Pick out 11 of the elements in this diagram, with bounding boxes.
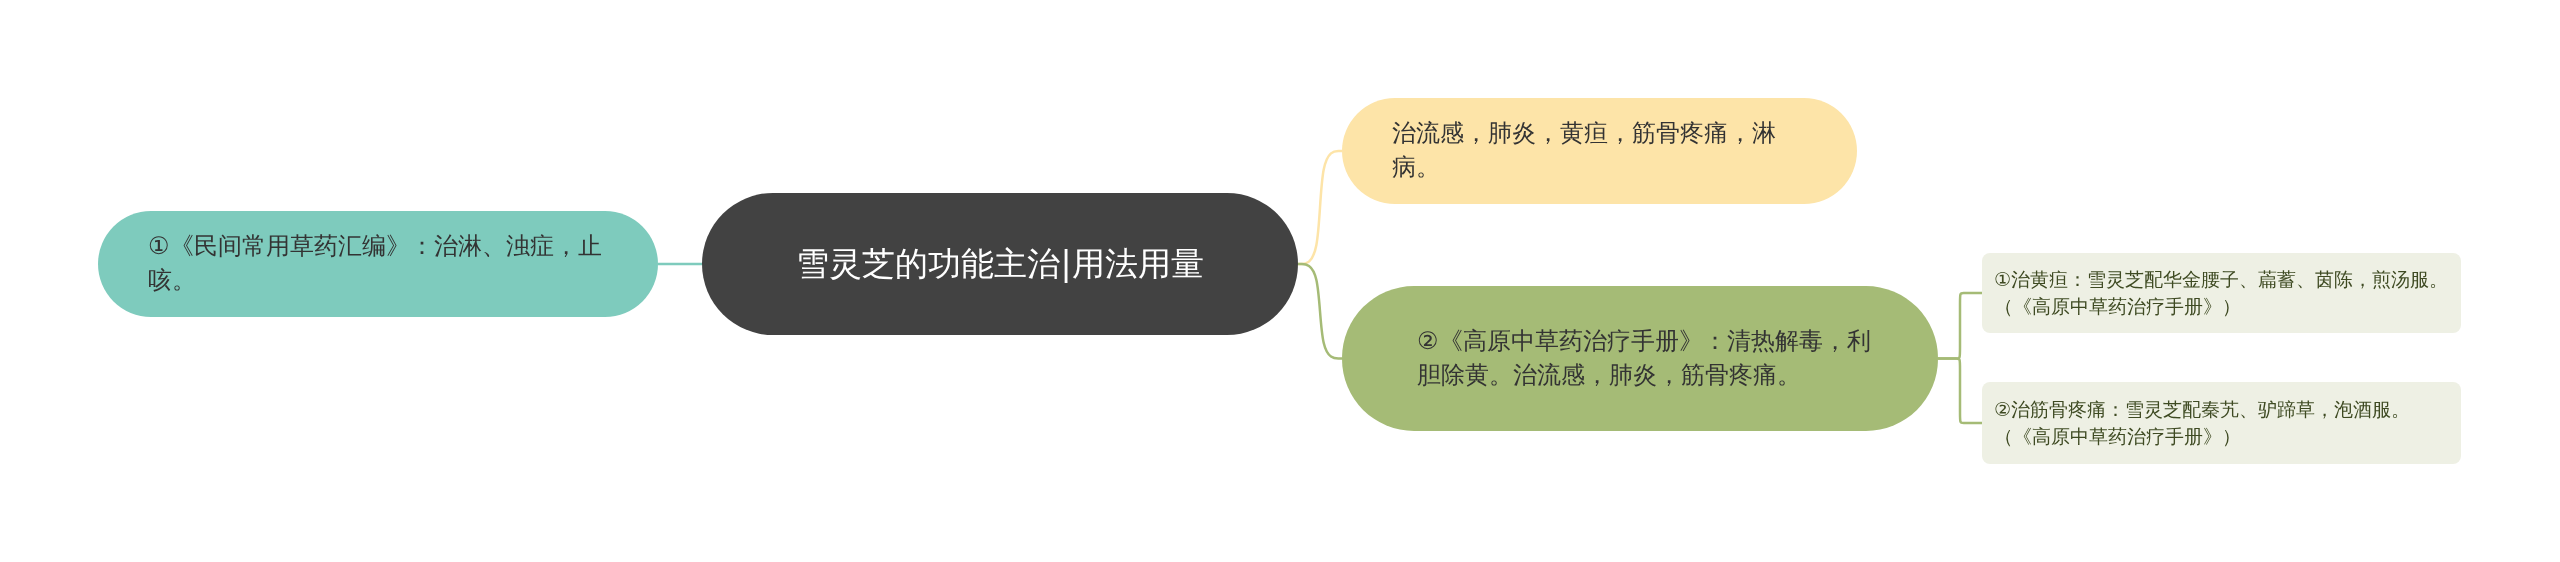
- topic-text: ①治黄疸：雪灵芝配华金腰子、萹蓄、茵陈，煎汤服。（《高原中草药治疗手册》）: [1994, 267, 2449, 319]
- connector-line: [658, 262, 702, 266]
- topic-text: 雪灵芝的功能主治|用法用量: [796, 242, 1204, 285]
- connector-line: [1938, 357, 1982, 425]
- subtopic-box: [1982, 382, 2461, 464]
- subtopic-box: [1982, 253, 2461, 333]
- topic-text: ①《民间常用草药汇编》：治淋、浊症，止咳。: [148, 231, 603, 296]
- connector-line: [1298, 262, 1342, 360]
- topic-text: ②《高原中草药治疗手册》：清热解毒，利胆除黄。治流感，肺炎，筋骨疼痛。: [1417, 325, 1872, 391]
- topic-text: 治流感，肺炎，黄疸，筋骨疼痛，淋病。: [1392, 118, 1777, 183]
- topic-text: ②治筋骨疼痛：雪灵芝配秦艽、驴蹄草，泡酒服。（《高原中草药治疗手册》）: [1994, 397, 2412, 449]
